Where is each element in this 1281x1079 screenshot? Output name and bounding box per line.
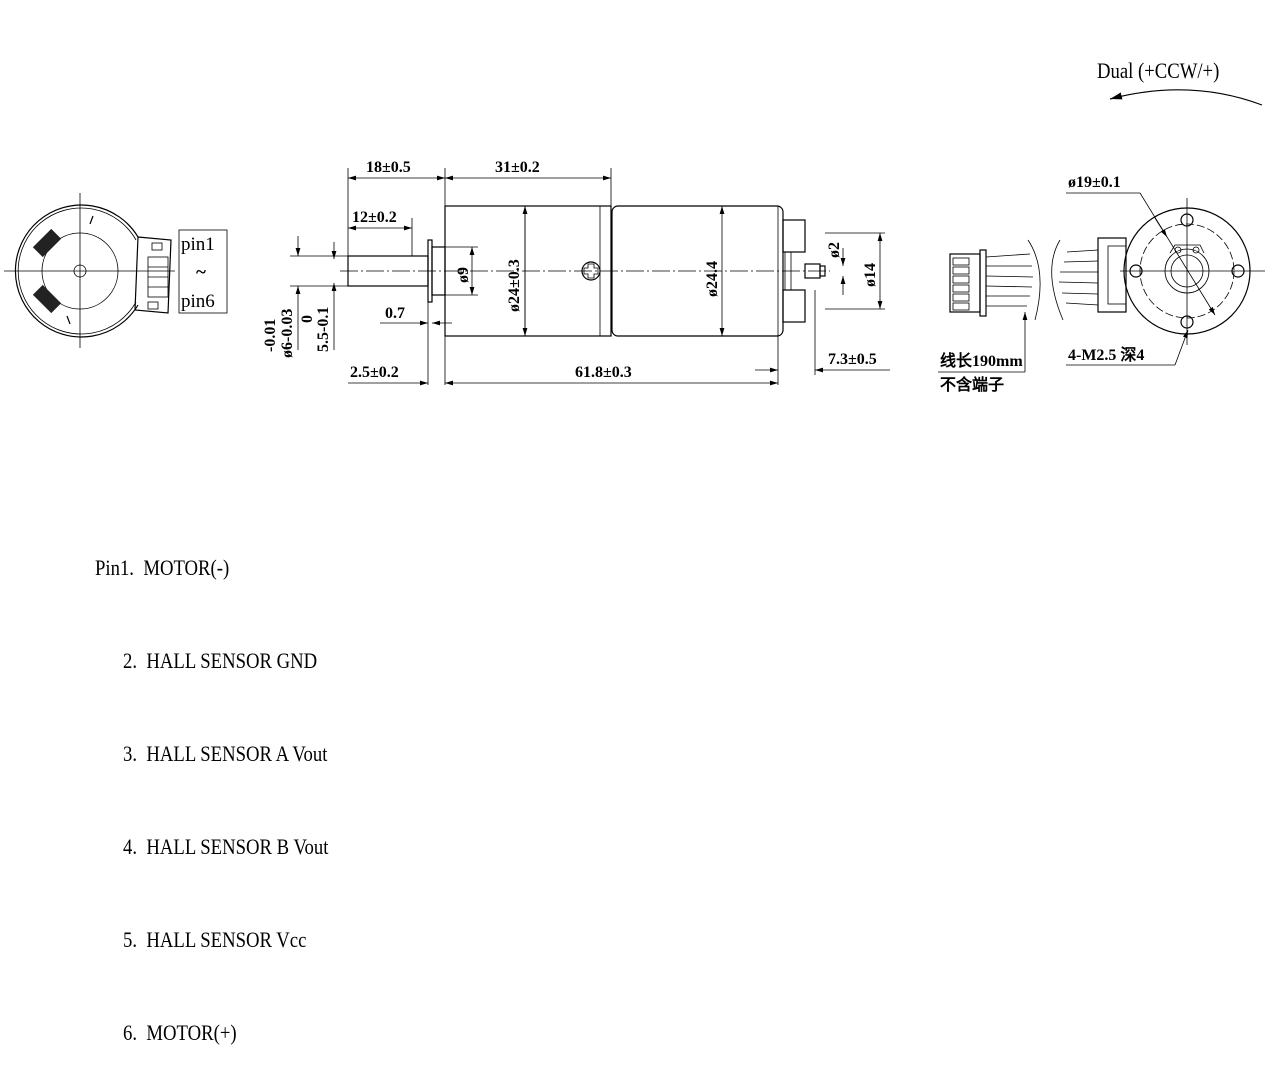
motor-drawing: Dual (+CCW/+) pin1 ~ pin6 bbox=[4, 60, 1265, 394]
dim-flat-tol: 0 bbox=[299, 315, 316, 323]
ccw-arrow-icon bbox=[1109, 89, 1263, 106]
dim-2-5: 2.5±0.2 bbox=[350, 364, 399, 381]
right-end-view: ø19±0.1 4-M2.5 深4 线长190mm 不含端子 bbox=[938, 174, 1265, 394]
left-end-view: pin1 ~ pin6 bbox=[4, 193, 228, 348]
dim-shaft-tol: -0.01 bbox=[262, 319, 279, 352]
dim-d2: ø2 bbox=[826, 242, 843, 258]
magnet-icon bbox=[32, 228, 62, 258]
dim-d19: ø19±0.1 bbox=[1068, 174, 1121, 191]
pin-first-label: pin1 bbox=[181, 234, 215, 255]
pin-last-label: pin6 bbox=[181, 291, 215, 312]
dim-shaft-dia: ø6-0.03 bbox=[279, 309, 296, 358]
pin-range-symbol: ~ bbox=[196, 262, 206, 283]
wire-length-label: 线长190mm bbox=[940, 351, 1023, 370]
dim-flat: 5.5-0.1 bbox=[315, 307, 332, 352]
rotation-indicator: Dual (+CCW/+) bbox=[1097, 60, 1263, 106]
mount-hole-icon bbox=[1180, 213, 1194, 227]
pinout-item: 6. MOTOR(+) bbox=[123, 1020, 237, 1045]
dim-d24-4: ø24.4 bbox=[704, 261, 721, 297]
pinout-list: Pin1. MOTOR(-) 2. HALL SENSOR GND 3. HAL… bbox=[95, 490, 328, 1079]
dim-mount-holes: 4-M2.5 深4 bbox=[1068, 345, 1144, 364]
pinout-item: 3. HALL SENSOR A Vout bbox=[123, 741, 328, 766]
wire-note-label: 不含端子 bbox=[940, 375, 1004, 394]
dim-31: 31±0.2 bbox=[495, 159, 540, 176]
dim-7-3: 7.3±0.5 bbox=[828, 351, 877, 368]
rotation-label: Dual (+CCW/+) bbox=[1097, 60, 1219, 84]
pinout-item: Pin1. MOTOR(-) bbox=[95, 555, 230, 580]
dim-0-7: 0.7 bbox=[385, 305, 405, 322]
connector-icon bbox=[134, 236, 172, 314]
dim-18: 18±0.5 bbox=[366, 159, 411, 176]
mount-hole-icon bbox=[1129, 264, 1143, 278]
pinout-item: 5. HALL SENSOR Vcc bbox=[123, 927, 307, 952]
pinout-item: 2. HALL SENSOR GND bbox=[123, 648, 318, 673]
dim-d14: ø14 bbox=[862, 263, 879, 287]
dim-61-8: 61.8±0.3 bbox=[575, 364, 632, 381]
gearbox-body bbox=[444, 205, 612, 337]
dim-12: 12±0.2 bbox=[352, 209, 397, 226]
pinout-item: 4. HALL SENSOR B Vout bbox=[123, 834, 329, 859]
magnet-icon bbox=[32, 284, 62, 314]
dim-d9: ø9 bbox=[455, 267, 472, 283]
mount-hole-icon bbox=[1231, 264, 1245, 278]
side-view: 18±0.5 31±0.2 12±0.2 0.7 2.5±0.2 61.8±0.… bbox=[262, 159, 890, 386]
screw-icon bbox=[581, 261, 601, 281]
pin-label-box bbox=[178, 229, 228, 314]
mount-hole-icon bbox=[1180, 315, 1194, 329]
motor-body bbox=[611, 205, 784, 337]
dim-d24: ø24±0.3 bbox=[506, 259, 523, 312]
